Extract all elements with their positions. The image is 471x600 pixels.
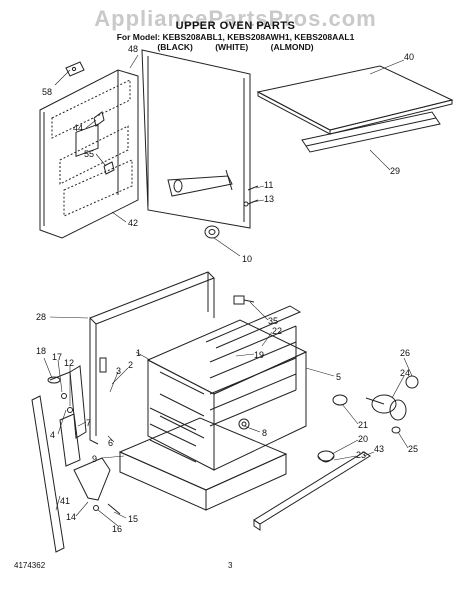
bracket-58	[65, 61, 85, 77]
sensor-20-23	[317, 450, 335, 463]
callout-15: 15	[128, 514, 138, 524]
callout-25: 25	[408, 444, 418, 454]
callout-42: 42	[128, 218, 138, 228]
model-numbers: For Model: KEBS208ABL1, KEBS208AWH1, KEB…	[116, 32, 355, 42]
clip-44	[93, 111, 105, 127]
callout-labels: 58 48 44 55 42 40 29 11 13 10 28 35 22 1…	[36, 44, 418, 534]
page-number: 3	[228, 561, 233, 570]
callout-19: 19	[254, 350, 264, 360]
callout-55: 55	[84, 149, 94, 159]
top-panel	[256, 65, 454, 135]
callout-24: 24	[400, 368, 410, 378]
callout-10: 10	[242, 254, 252, 264]
callout-7: 7	[86, 418, 91, 428]
callout-1: 1	[136, 348, 141, 358]
callout-9: 9	[92, 454, 97, 464]
callout-28: 28	[36, 312, 46, 322]
front-frame	[89, 271, 215, 445]
callout-2: 2	[128, 360, 133, 370]
clip-55	[103, 161, 115, 175]
callout-11: 11	[264, 180, 273, 190]
callout-35: 35	[268, 316, 278, 326]
callout-44: 44	[73, 123, 83, 133]
callout-4: 4	[50, 430, 55, 440]
callout-20: 20	[358, 434, 368, 444]
callout-17: 17	[52, 352, 62, 362]
door-trim-strip	[31, 395, 65, 553]
front-rail	[301, 111, 441, 153]
callout-43: 43	[374, 444, 384, 454]
callout-18: 18	[36, 346, 46, 356]
rack-supports	[149, 305, 302, 463]
callout-41: 41	[60, 496, 70, 506]
callout-40: 40	[404, 52, 414, 62]
oven-cavity	[146, 319, 308, 471]
hinge-assembly	[47, 365, 87, 467]
document-number: 4174362	[14, 561, 46, 570]
oven-bottom-box	[118, 417, 288, 511]
lower-trim-strip	[253, 451, 371, 531]
callout-26: 26	[400, 348, 410, 358]
color-black: (BLACK)	[157, 42, 193, 52]
fitting-35	[233, 295, 255, 305]
grommet-10	[204, 225, 220, 239]
callout-8: 8	[262, 428, 267, 438]
color-almond: (ALMOND)	[270, 42, 314, 52]
callout-29: 29	[390, 166, 400, 176]
callout-14: 14	[66, 512, 76, 522]
color-legend: (BLACK) (WHITE) (ALMOND)	[0, 42, 471, 52]
thermostat-assembly	[332, 375, 419, 434]
callout-13: 13	[264, 194, 274, 204]
oven-side-panel	[141, 49, 251, 229]
callout-58: 58	[42, 87, 52, 97]
callout-6: 6	[108, 438, 113, 448]
diagram-title: UPPER OVEN PARTS	[175, 20, 296, 32]
callout-23: 23	[356, 450, 366, 460]
color-white: (WHITE)	[215, 42, 249, 52]
callout-16: 16	[112, 524, 122, 534]
callout-12: 12	[64, 358, 74, 368]
rear-insulation-panel	[39, 69, 139, 239]
leader-lines	[43, 54, 413, 527]
watermark: AppliancePartsPros.com	[94, 6, 377, 31]
callout-21: 21	[358, 420, 368, 430]
callout-3: 3	[116, 366, 121, 376]
callout-48: 48	[128, 44, 138, 54]
callout-22: 22	[272, 326, 282, 336]
callout-5: 5	[336, 372, 341, 382]
screw-11-13	[243, 185, 259, 207]
hinge-arm	[73, 457, 121, 515]
